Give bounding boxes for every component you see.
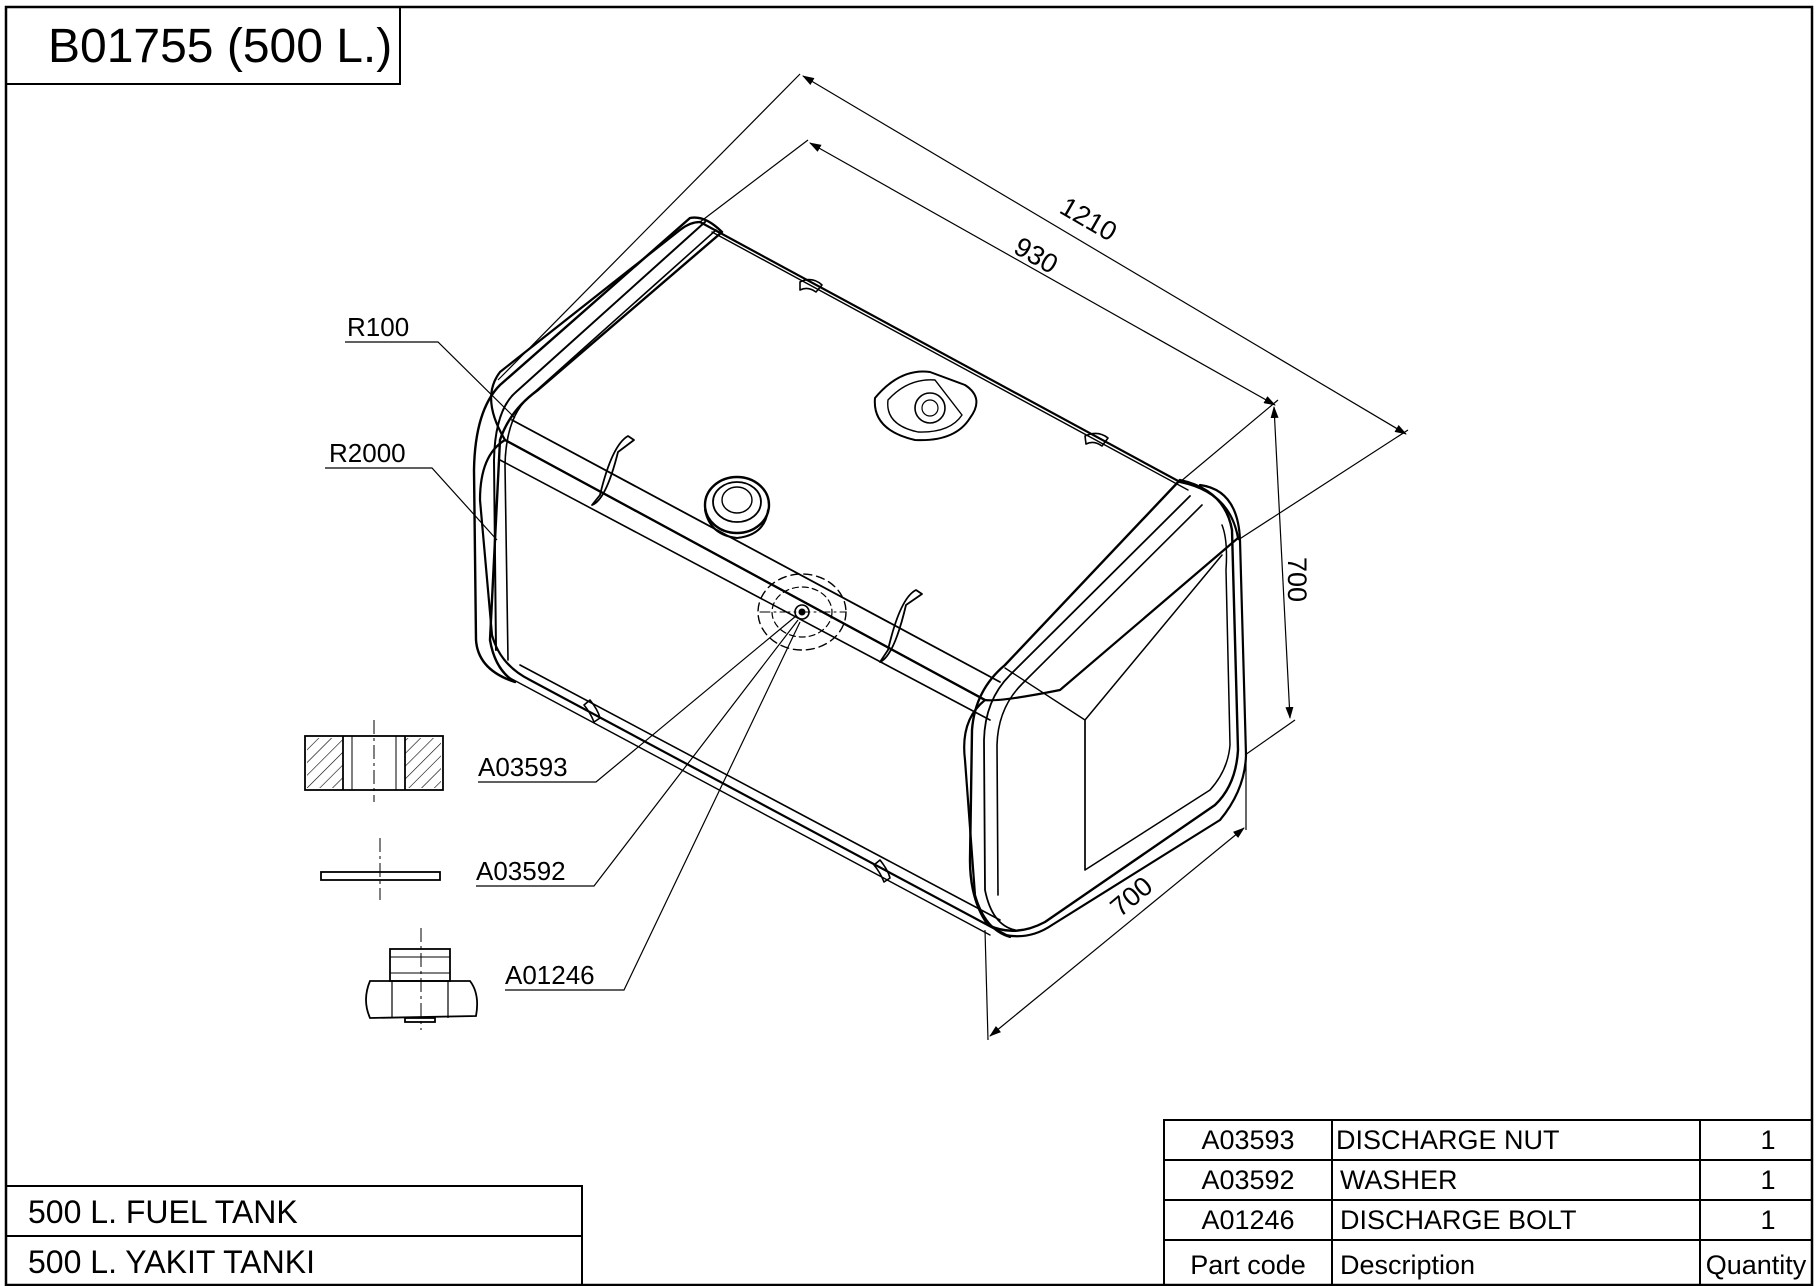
bom-cell-description: DISCHARGE BOLT [1340, 1205, 1577, 1235]
tank-top-edge-inner [711, 231, 1189, 491]
drawing-title-box: B01755 (500 L.) [5, 6, 401, 85]
drawing-name-turkish: 500 L. YAKIT TANKI [28, 1244, 315, 1280]
right-end-face [1003, 483, 1248, 938]
bom-header-description: Description [1340, 1250, 1475, 1280]
drawing-title: B01755 (500 L.) [48, 20, 392, 73]
strap-bottom-right [873, 859, 891, 883]
name-block [5, 1185, 583, 1286]
part-leaders [476, 615, 801, 991]
radius-label-r2000: R2000 [329, 438, 406, 468]
dimension-lines [497, 73, 1409, 1041]
left-end-rim-band-2 [504, 229, 717, 661]
tank-body-line-upper [511, 419, 1001, 683]
bom-header-part-code: Part code [1190, 1250, 1306, 1280]
bom-cell-part-code: A01246 [1201, 1205, 1294, 1235]
fuel-tank-isometric [472, 216, 1248, 939]
callout-a01246: A01246 [505, 960, 595, 990]
bom-cell-quantity: 1 [1760, 1165, 1775, 1195]
dim-line-700-vertical [1270, 406, 1294, 719]
leader-a01246 [505, 621, 801, 991]
bom-cell-part-code: A03592 [1201, 1165, 1294, 1195]
dim-label-930: 930 [1009, 231, 1063, 280]
bom-row: A01246 DISCHARGE BOLT 1 [1201, 1205, 1775, 1235]
radius-callouts [325, 341, 516, 541]
drawing-name-english: 500 L. FUEL TANK [28, 1194, 298, 1230]
tank-body-line-mid [499, 459, 991, 721]
right-end-rim-band [983, 495, 1191, 931]
left-end-rim-outer [472, 216, 724, 684]
dim-line-930 [809, 142, 1276, 406]
strap-right [879, 589, 923, 663]
sender-flange [873, 370, 978, 442]
leader-r2000 [325, 467, 498, 541]
bom-cell-quantity: 1 [1760, 1125, 1775, 1155]
washer-side [320, 838, 441, 900]
bom-cell-quantity: 1 [1760, 1205, 1775, 1235]
bom-row: A03593 DISCHARGE NUT 1 [1201, 1125, 1775, 1155]
right-end-rim-band-2 [996, 504, 1203, 896]
callout-a03592: A03592 [476, 856, 566, 886]
bom-cell-description: DISCHARGE NUT [1336, 1125, 1560, 1155]
bom-cell-part-code: A03593 [1201, 1125, 1294, 1155]
drain-point [757, 573, 847, 651]
bom-header-row: Part code Description Quantity [1190, 1250, 1807, 1280]
left-end-rim-band [493, 221, 706, 651]
discharge-nut-section [304, 720, 444, 802]
tank-body-line-bottom [519, 664, 1001, 921]
bom-table [1163, 1119, 1813, 1286]
callout-a03593: A03593 [478, 752, 568, 782]
tank-body-line-bottom-2 [509, 677, 991, 936]
bom-header-quantity: Quantity [1706, 1250, 1807, 1280]
right-end-crease [1004, 667, 1086, 871]
bom-row: A03592 WASHER 1 [1201, 1165, 1775, 1195]
dim-label-700-height: 700 [1282, 557, 1312, 602]
strap-bottom-left [583, 699, 601, 723]
sheet-border [4, 5, 1814, 1286]
right-end-rim-outer [968, 478, 1240, 932]
bom-cell-description: WASHER [1340, 1165, 1458, 1195]
filler-neck [703, 475, 771, 539]
discharge-bolt-side [365, 928, 479, 1030]
leader-a03593 [478, 615, 797, 783]
dim-line-700-width [989, 827, 1245, 1037]
radius-label-r100: R100 [347, 312, 409, 342]
dim-label-1210: 1210 [1055, 191, 1122, 247]
leader-a03592 [476, 619, 799, 887]
leader-r100 [345, 341, 516, 419]
strap-left [591, 435, 635, 506]
dim-label-700-width: 700 [1105, 871, 1159, 923]
right-end-inner-panel [1084, 524, 1231, 871]
